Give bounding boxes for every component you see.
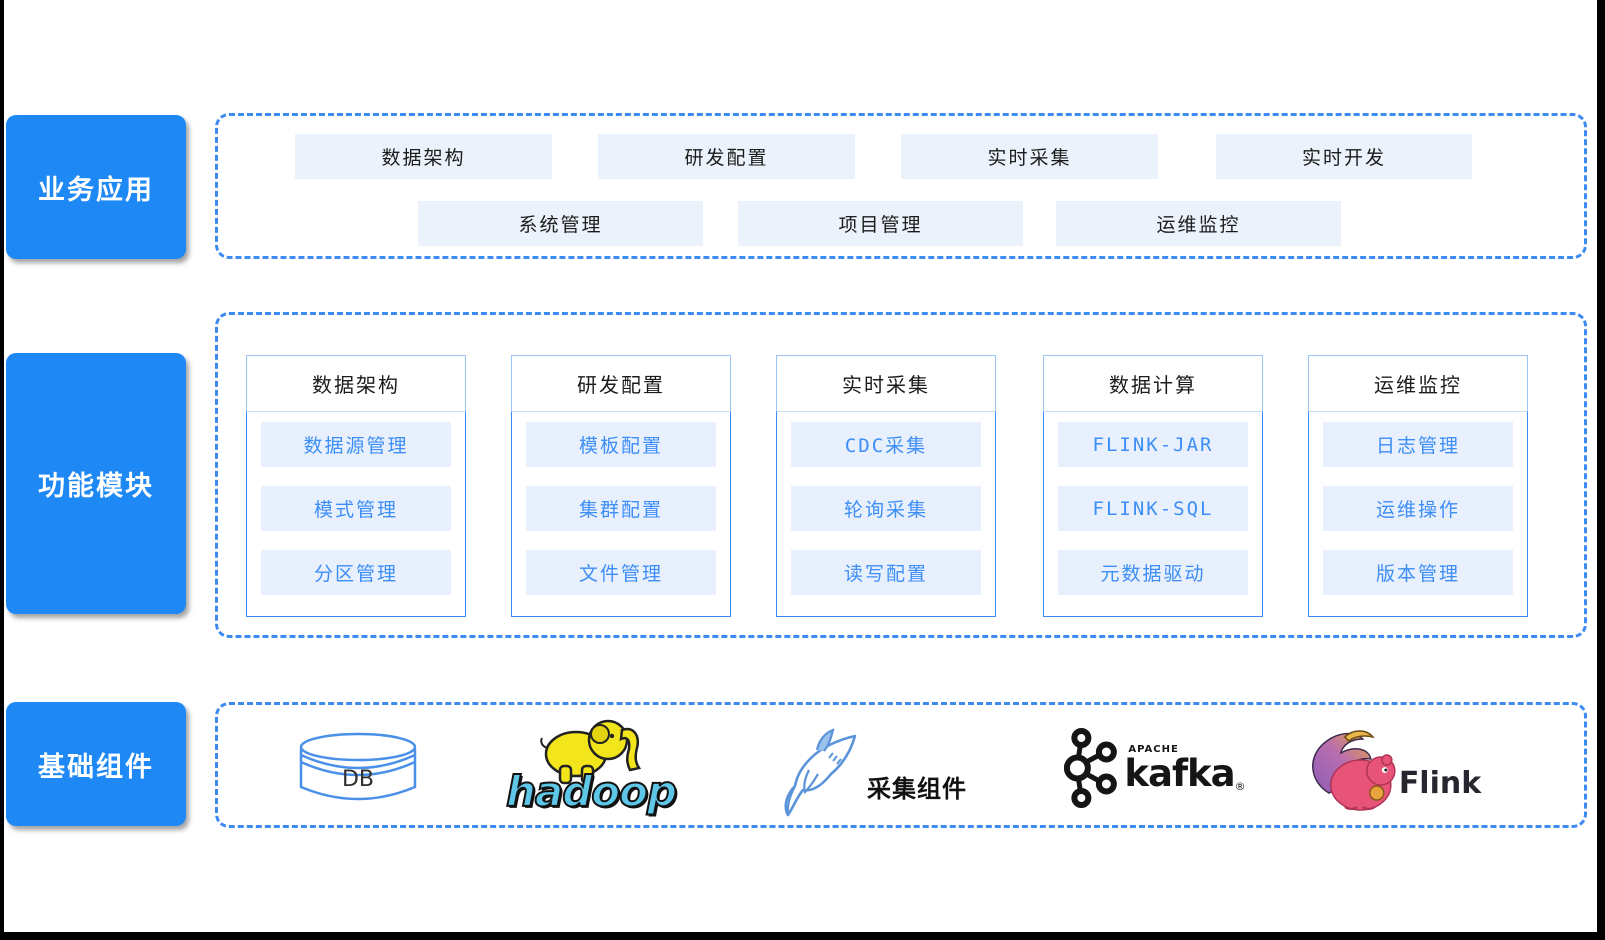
- module-column-body: 日志管理 运维操作 版本管理: [1308, 411, 1528, 617]
- module-item: 日志管理: [1323, 422, 1513, 467]
- module-item-text: 模板配置: [578, 435, 663, 457]
- module-column-body: 模板配置 集群配置 文件管理: [511, 411, 731, 617]
- module-item-text: 数据源管理: [303, 435, 409, 457]
- app-label: 项目管理: [838, 214, 923, 236]
- module-item: 运维操作: [1323, 486, 1513, 531]
- module-title-text: 数据计算: [1109, 373, 1197, 397]
- component-kafka: APACHE kafka®: [1060, 705, 1246, 831]
- module-item-text: CDC采集: [844, 435, 928, 457]
- kafka-apache-label: APACHE: [1128, 743, 1179, 755]
- frame-edge-bottom: [0, 932, 1605, 940]
- kafka-registered-mark: ®: [1234, 779, 1246, 793]
- business-apps-container: 数据架构 研发配置 实时采集 实时开发 系统管理 项目管理 运维监控: [215, 113, 1587, 259]
- module-item-text: 文件管理: [578, 563, 663, 585]
- flink-wordmark: Flink: [1398, 766, 1482, 801]
- module-column-ops-monitor: 运维监控 日志管理 运维操作 版本管理: [1308, 355, 1528, 617]
- module-item: 轮询采集: [791, 486, 981, 531]
- hadoop-elephant-icon: [540, 719, 642, 785]
- module-item-text: 读写配置: [843, 563, 928, 585]
- module-item: 分区管理: [261, 550, 451, 595]
- module-item: 模式管理: [261, 486, 451, 531]
- module-item-text: 运维操作: [1375, 499, 1460, 521]
- module-item: 文件管理: [526, 550, 716, 595]
- module-column-title: 数据架构: [246, 355, 466, 411]
- shark-icon: [784, 728, 857, 817]
- module-item-text: FLINK-JAR: [1092, 433, 1214, 456]
- app-label: 研发配置: [684, 147, 769, 169]
- module-column-dev-config: 研发配置 模板配置 集群配置 文件管理: [511, 355, 731, 617]
- module-item-text: 集群配置: [578, 499, 663, 521]
- frame-edge-right: [1597, 0, 1605, 940]
- module-title-text: 实时采集: [842, 373, 930, 397]
- module-item-text: 轮询采集: [843, 499, 928, 521]
- app-label: 实时开发: [1301, 147, 1386, 169]
- module-item: CDC采集: [791, 422, 981, 467]
- module-item-text: FLINK-SQL: [1092, 497, 1214, 520]
- module-column-body: 数据源管理 模式管理 分区管理: [246, 411, 466, 617]
- row-label-business-text: 业务应用: [38, 174, 154, 206]
- module-item-text: 日志管理: [1375, 435, 1460, 457]
- kafka-icon: [1063, 728, 1117, 808]
- module-column-title: 实时采集: [776, 355, 996, 411]
- module-item-text: 分区管理: [313, 563, 398, 585]
- module-title-text: 数据架构: [312, 373, 400, 397]
- database-icon: [299, 732, 417, 801]
- module-item: 元数据驱动: [1058, 550, 1248, 595]
- flink-squirrel-icon: [1312, 730, 1396, 811]
- app-system-mgmt: 系统管理: [418, 201, 703, 246]
- module-title-text: 运维监控: [1374, 373, 1462, 397]
- module-column-title: 运维监控: [1308, 355, 1528, 411]
- module-item: 数据源管理: [261, 422, 451, 467]
- component-db: DB: [296, 705, 420, 831]
- db-label: DB: [341, 767, 375, 792]
- app-label: 数据架构: [381, 147, 466, 169]
- modules-container: 数据架构 数据源管理 模式管理 分区管理 研发配置 模板配置 集群配置 文件管理…: [215, 312, 1587, 638]
- module-column-data-architecture: 数据架构 数据源管理 模式管理 分区管理: [246, 355, 466, 617]
- collector-label: 采集组件: [867, 775, 967, 803]
- module-item-text: 版本管理: [1375, 563, 1460, 585]
- app-dev-config: 研发配置: [598, 134, 855, 179]
- module-column-title: 研发配置: [511, 355, 731, 411]
- app-label: 系统管理: [518, 214, 603, 236]
- module-item: 集群配置: [526, 486, 716, 531]
- hadoop-wordmark: hadoop: [505, 766, 678, 817]
- module-item: 读写配置: [791, 550, 981, 595]
- module-column-data-compute: 数据计算 FLINK-JAR FLINK-SQL 元数据驱动: [1043, 355, 1263, 617]
- frame-edge-left: [0, 0, 4, 940]
- module-title-text: 研发配置: [577, 373, 665, 397]
- app-label: 实时采集: [987, 147, 1072, 169]
- module-item: FLINK-JAR: [1058, 422, 1248, 467]
- app-realtime-dev: 实时开发: [1216, 134, 1472, 179]
- module-column-body: FLINK-JAR FLINK-SQL 元数据驱动: [1043, 411, 1263, 617]
- component-collector: 采集组件: [773, 705, 967, 831]
- kafka-wordmark: kafka: [1124, 751, 1235, 795]
- module-item: FLINK-SQL: [1058, 486, 1248, 531]
- module-item: 模板配置: [526, 422, 716, 467]
- app-label: 运维监控: [1156, 214, 1241, 236]
- module-column-body: CDC采集 轮询采集 读写配置: [776, 411, 996, 617]
- app-project-mgmt: 项目管理: [738, 201, 1023, 246]
- row-label-modules: 功能模块: [6, 353, 186, 614]
- module-item-text: 模式管理: [313, 499, 398, 521]
- module-item-text: 元数据驱动: [1100, 563, 1206, 585]
- app-data-architecture: 数据架构: [295, 134, 552, 179]
- row-label-components-text: 基础组件: [38, 751, 154, 783]
- app-realtime-collect: 实时采集: [901, 134, 1158, 179]
- component-flink: Flink: [1305, 705, 1481, 831]
- module-column-realtime-collect: 实时采集 CDC采集 轮询采集 读写配置: [776, 355, 996, 617]
- module-column-title: 数据计算: [1043, 355, 1263, 411]
- row-label-modules-text: 功能模块: [38, 471, 154, 502]
- components-container: DB hadoop: [215, 702, 1587, 828]
- component-hadoop: hadoop: [505, 705, 686, 831]
- app-ops-monitor: 运维监控: [1056, 201, 1341, 246]
- module-item: 版本管理: [1323, 550, 1513, 595]
- row-label-business: 业务应用: [6, 115, 186, 259]
- row-label-components: 基础组件: [6, 702, 186, 826]
